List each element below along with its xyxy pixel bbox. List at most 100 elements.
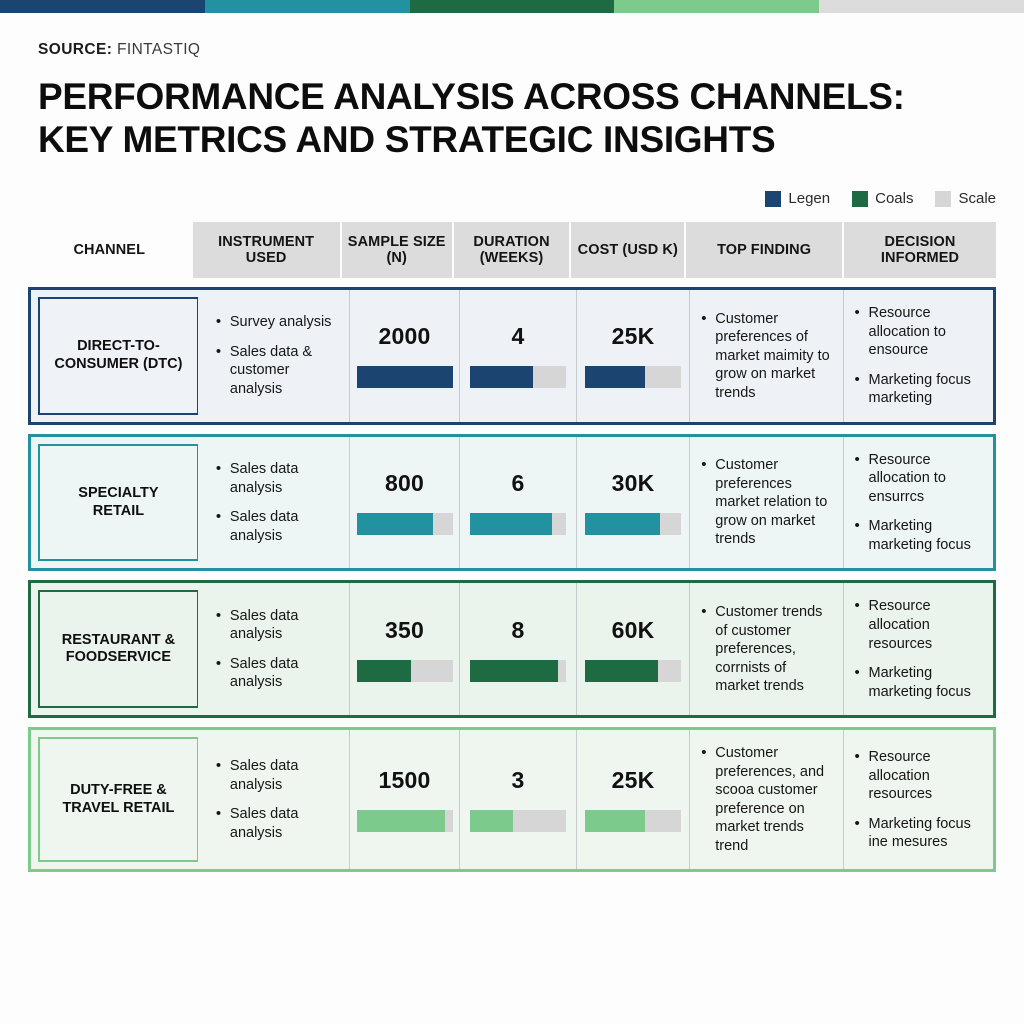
instrument-used-cell: Sales data analysisSales data analysis [205, 436, 350, 569]
sample-size-value: 2000 [378, 323, 431, 350]
top-strip-segment-3 [409, 0, 615, 13]
cost-bar-fill [585, 659, 658, 682]
decision-informed-cell: Resource allocation resourcesMarketing m… [844, 583, 994, 715]
top-finding-list: Customer preferences of market maimity t… [701, 309, 831, 403]
page-title: Performance Analysis Across Channels: Ke… [38, 76, 905, 161]
column-header-instrument-used: INSTRUMENT USED [192, 222, 340, 278]
top-finding-list: Customer trends of customer preferences,… [701, 602, 831, 696]
list-item: Resource allocation resources [855, 747, 983, 804]
sample-size-bar-fill [356, 659, 412, 682]
decision-list: Resource allocation to ensourceMarketing… [855, 303, 983, 408]
top-strip-segment-2 [204, 0, 410, 13]
list-item: Sales data analysis [216, 654, 338, 692]
list-item: Sales data analysis [216, 459, 338, 497]
column-header-top-finding: TOP FINDING [686, 222, 842, 278]
top-finding-cell: Customer preferences market relation to … [690, 436, 844, 569]
decision-informed-cell: Resource allocation resourcesMarketing f… [844, 730, 994, 869]
cost-value: 25K [611, 323, 655, 350]
sample-size-cell: 2000 [350, 290, 461, 422]
sample-size-bar-fill [356, 810, 445, 833]
duration-bar-fill [470, 810, 514, 833]
top-color-strip [0, 0, 1024, 13]
sample-size-value: 800 [385, 470, 425, 497]
list-item: Marketing focus marketing [855, 370, 983, 408]
decision-list: Resource allocation to ensurrcsMarketing… [855, 450, 983, 555]
legend-swatch-icon [765, 190, 782, 207]
list-item: Sales data analysis [216, 804, 338, 842]
instrument-list: Sales data analysisSales data analysis [216, 459, 338, 545]
decision-informed-cell: Resource allocation to ensurrcsMarketing… [844, 437, 994, 569]
duration-cell: 4 [460, 290, 577, 422]
source-line: SOURCE: FINTASTIQ [38, 41, 1024, 59]
list-item: Marketing focus ine mesures [855, 814, 983, 852]
duration-bar-track [470, 659, 567, 682]
cost-bar-track [585, 513, 681, 536]
duration-value: 4 [511, 323, 525, 350]
table-row[interactable]: SPECIALTY RETAILSales data analysisSales… [28, 433, 996, 572]
duration-bar-fill [470, 513, 552, 536]
decision-informed-cell: Resource allocation to ensourceMarketing… [844, 290, 994, 422]
decision-list: Resource allocation resourcesMarketing f… [855, 747, 983, 852]
sample-size-bar-track [356, 659, 453, 682]
cost-bar-fill [585, 366, 645, 389]
cost-value: 25K [611, 767, 655, 794]
cost-cell: 25K [577, 730, 691, 870]
legend-item-1: Legen [765, 190, 830, 207]
duration-cell: 6 [460, 436, 577, 569]
cost-bar-track [585, 810, 681, 833]
cost-bar-fill [585, 810, 645, 833]
table-row[interactable]: RESTAURANT & FOODSERVICESales data analy… [28, 580, 996, 719]
cost-cell: 25K [577, 290, 691, 422]
sample-size-bar-track [356, 810, 453, 833]
legend-item-2: Coals [852, 190, 913, 207]
duration-bar-track [470, 513, 567, 536]
sample-size-bar-track [356, 513, 453, 536]
sample-size-cell: 350 [350, 583, 461, 716]
list-item: Marketing marketing focus [855, 516, 983, 554]
duration-cell: 3 [460, 730, 577, 870]
top-finding-cell: Customer preferences of market maimity t… [690, 290, 844, 422]
list-item: Survey analysis [216, 312, 338, 332]
cost-bar-track [585, 366, 681, 389]
channel-name-cell: DIRECT-TO-CONSUMER (DTC) [38, 297, 198, 415]
list-item: Resource allocation to ensurrcs [855, 450, 983, 507]
cost-bar-fill [585, 513, 660, 536]
top-finding-cell: Customer trends of customer preferences,… [690, 583, 844, 716]
sample-size-bar-fill [356, 513, 434, 536]
source-label: SOURCE: [38, 41, 113, 58]
column-header-channel: CHANNEL [73, 241, 146, 258]
legend-label: Coals [875, 190, 914, 207]
sample-size-bar-fill [356, 366, 453, 389]
source-name: FINTASTIQ [117, 41, 201, 58]
table-row[interactable]: DUTY-FREE & TRAVEL RETAILSales data anal… [28, 727, 996, 873]
cost-cell: 60K [577, 583, 691, 716]
table-row[interactable]: DIRECT-TO-CONSUMER (DTC)Survey analysisS… [28, 287, 996, 425]
top-finding-list: Customer preferences, and scooa customer… [701, 743, 831, 855]
instrument-used-cell: Sales data analysisSales data analysis [205, 730, 350, 870]
duration-bar-track [470, 810, 567, 833]
list-item: Sales data & customer analysis [216, 342, 338, 399]
list-item: Sales data analysis [216, 606, 338, 644]
sample-size-value: 350 [385, 616, 425, 643]
list-item: Customer preferences market relation to … [701, 455, 831, 549]
list-item: Sales data analysis [216, 507, 338, 545]
instrument-list: Sales data analysisSales data analysis [216, 756, 338, 842]
top-finding-list: Customer preferences market relation to … [701, 455, 831, 549]
table-body: DIRECT-TO-CONSUMER (DTC)Survey analysisS… [28, 287, 996, 873]
list-item: Customer preferences of market maimity t… [701, 309, 831, 403]
duration-bar-track [470, 366, 567, 389]
list-item: Customer preferences, and scooa customer… [701, 743, 831, 855]
duration-bar-fill [470, 659, 559, 682]
sample-size-bar-track [356, 366, 453, 389]
cost-bar-track [585, 659, 681, 682]
legend-swatch-icon [852, 190, 869, 207]
duration-value: 8 [511, 616, 525, 643]
duration-bar-fill [470, 366, 534, 389]
instrument-used-cell: Survey analysisSales data & customer ana… [205, 290, 350, 422]
list-item: Resource allocation resources [855, 596, 983, 653]
instrument-list: Sales data analysisSales data analysis [216, 606, 338, 692]
cost-value: 30K [611, 470, 655, 497]
legend-label: Legen [788, 190, 831, 207]
